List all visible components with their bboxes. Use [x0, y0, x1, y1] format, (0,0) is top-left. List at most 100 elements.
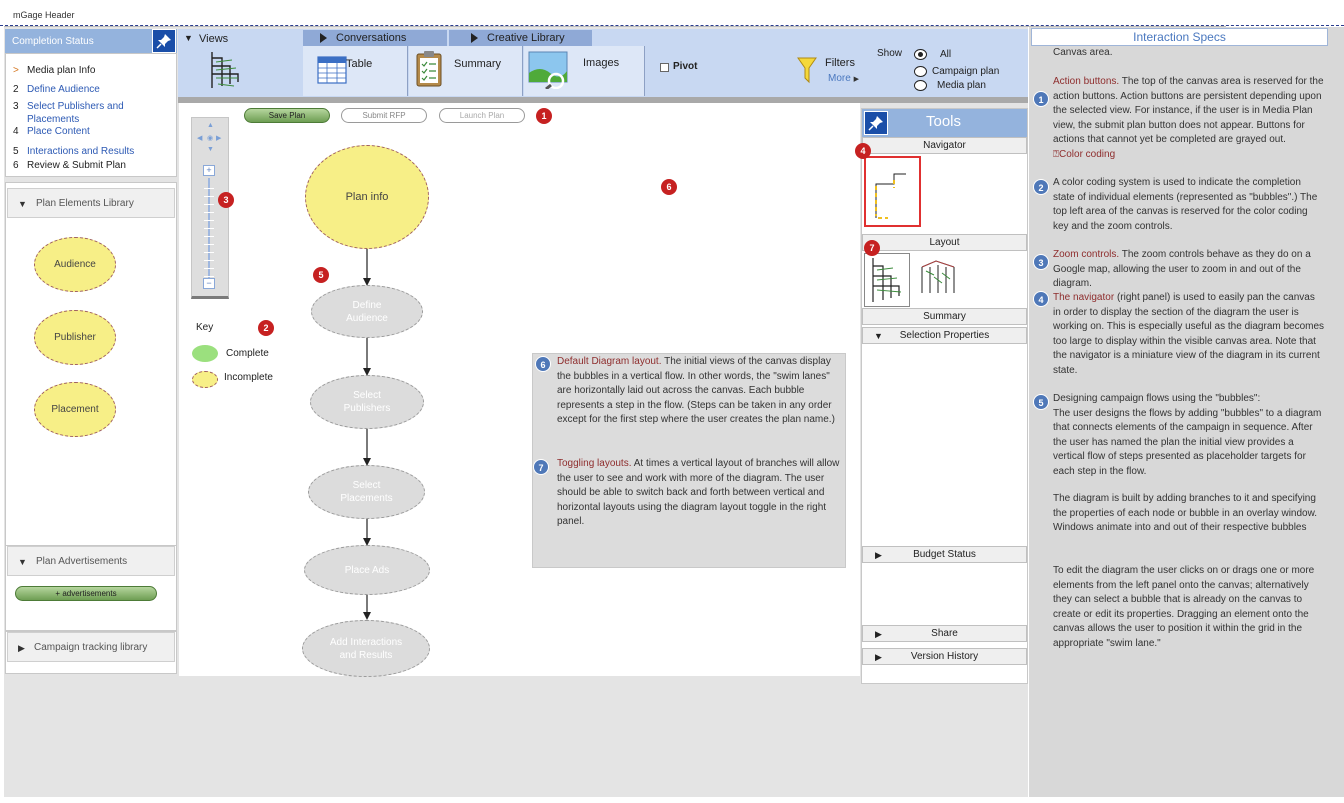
zoom-in-button[interactable]: + — [203, 165, 215, 176]
navigator-minimap-icon — [875, 173, 906, 219]
pan-down-icon: ▼ — [207, 146, 214, 153]
pivot-checkbox[interactable] — [660, 63, 669, 72]
key-incomplete-swatch — [192, 371, 218, 388]
add-advertisements-button[interactable]: + advertisements — [15, 586, 157, 601]
chevron-down-icon: ▼ — [18, 199, 27, 209]
layout-header[interactable]: Layout — [862, 234, 1027, 251]
annotation-badge-7: 7 — [533, 459, 549, 475]
navigator-viewport[interactable] — [864, 156, 921, 227]
interaction-specs-panel — [1029, 27, 1344, 797]
note-default-layout: Default Diagram layout. The initial view… — [557, 356, 835, 425]
zoom-ticks — [204, 188, 214, 278]
key-complete-label: Complete — [226, 348, 269, 359]
plan-elements-library-header[interactable]: ▼ Plan Elements Library — [7, 188, 175, 218]
annotation-note-layouts — [532, 353, 846, 568]
summary-header[interactable]: Summary — [862, 308, 1027, 325]
tab-creative-library[interactable]: Creative Library — [449, 30, 592, 46]
show-campaign-plan-label: Campaign plan — [932, 66, 1000, 77]
layout-horizontal-toggle[interactable] — [914, 253, 964, 307]
pin-icon — [156, 34, 171, 49]
submit-rfp-button[interactable]: Submit RFP — [341, 108, 427, 123]
selection-properties-header[interactable]: ▼ Selection Properties — [862, 327, 1027, 344]
chevron-right-icon: ▶ — [875, 652, 882, 662]
flow-bubble-plan-info[interactable]: Plan info — [305, 145, 429, 249]
show-campaign-plan-radio[interactable] — [914, 66, 927, 77]
radio-dot — [918, 52, 923, 57]
chevron-right-icon: ▶ — [18, 643, 25, 653]
diagram-view-icon — [211, 52, 239, 88]
chevron-right-icon — [320, 33, 327, 43]
chevron-down-icon: ▼ — [184, 33, 193, 43]
view-images-button[interactable]: Images — [524, 46, 645, 96]
annotation-badge-6: 6 — [535, 356, 551, 372]
save-plan-button[interactable]: Save Plan — [244, 108, 330, 123]
spec-edit-diagram: To edit the diagram the user clicks on o… — [1053, 565, 1315, 649]
show-all-label: All — [940, 49, 952, 60]
version-history-header[interactable]: ▶ Version History — [862, 648, 1027, 665]
flow-bubble-interactions-results[interactable]: Add Interactions and Results — [302, 620, 430, 677]
images-icon — [528, 51, 568, 89]
completion-status-list: > Media plan Info 2 Define Audience 3 Se… — [5, 53, 177, 177]
spec-navigator: The navigator (right panel) is used to e… — [1053, 292, 1325, 376]
chevron-right-icon: ▶ — [853, 76, 859, 83]
plan-advertisements-header[interactable]: ▼ Plan Advertisements — [7, 546, 175, 576]
completion-status-header: Completion Status — [5, 29, 177, 53]
show-media-plan-radio[interactable] — [914, 80, 927, 91]
spec-badge-4: 4 — [1033, 291, 1049, 307]
clipboard-icon — [416, 51, 442, 87]
table-icon — [317, 56, 347, 84]
horizontal-layout-icon — [921, 260, 955, 293]
header-divider — [0, 25, 1344, 26]
annotation-badge-4: 4 — [855, 143, 871, 159]
show-all-radio[interactable] — [914, 49, 927, 60]
spec-diagram-branches: The diagram is built by adding branches … — [1053, 493, 1318, 533]
pan-right-icon: ▶ — [216, 135, 222, 142]
flow-bubble-select-publishers[interactable]: Select Publishers — [310, 375, 424, 429]
spec-action-buttons: Action buttons. The top of the canvas ar… — [1053, 76, 1324, 160]
spec-intro: Canvas area. — [1053, 47, 1113, 58]
zoom-out-button[interactable]: − — [203, 278, 215, 289]
note-toggling-layouts: Toggling layouts. At times a vertical la… — [557, 458, 840, 527]
flow-bubble-define-audience[interactable]: Define Audience — [311, 285, 423, 338]
tools-header: Tools — [862, 109, 1027, 137]
view-table-button[interactable]: Table — [303, 46, 408, 96]
library-item-placement[interactable]: Placement — [34, 382, 116, 437]
tab-views[interactable]: ▼ Views — [180, 30, 302, 96]
budget-status-header[interactable]: ▶ Budget Status — [862, 546, 1027, 563]
pan-control[interactable]: ▲ ◀ ◉ ▶ ▼ — [197, 122, 223, 156]
pin-completion-button[interactable] — [152, 29, 176, 53]
library-item-publisher[interactable]: Publisher — [34, 310, 116, 365]
navigator-header[interactable]: Navigator — [862, 137, 1027, 154]
show-label: Show — [877, 48, 903, 59]
annotation-badge-1: 1 — [536, 108, 552, 124]
key-incomplete-label: Incomplete — [224, 372, 273, 383]
share-header[interactable]: ▶ Share — [862, 625, 1027, 642]
flow-bubble-select-placements[interactable]: Select Placements — [308, 465, 425, 519]
app-header-title: mGage Header — [13, 10, 75, 20]
flow-bubble-place-ads[interactable]: Place Ads — [304, 545, 430, 595]
annotation-badge-7-tools: 7 — [864, 240, 880, 256]
launch-plan-button[interactable]: Launch Plan — [439, 108, 525, 123]
pin-icon — [868, 116, 883, 131]
campaign-tracking-header[interactable]: ▶ Campaign tracking library — [7, 632, 175, 662]
ribbon-divider — [178, 97, 1028, 103]
interaction-specs-header: Interaction Specs — [1031, 28, 1328, 46]
spec-badge-3: 3 — [1033, 254, 1049, 270]
more-filters-link[interactable]: More ▶ — [828, 73, 859, 84]
filter-funnel-icon — [797, 57, 817, 84]
spec-zoom-controls: Zoom controls. The zoom controls behave … — [1053, 249, 1311, 289]
spec-badge-1: 1 — [1033, 91, 1049, 107]
layout-vertical-toggle[interactable] — [864, 253, 910, 307]
key-complete-swatch — [192, 345, 218, 362]
spec-campaign-flows: Designing campaign flows using the "bubb… — [1053, 393, 1322, 477]
pan-left-icon: ◀ — [197, 135, 203, 142]
library-item-audience[interactable]: Audience — [34, 237, 116, 292]
tab-conversations[interactable]: Conversations — [303, 30, 447, 46]
completion-status-title: Completion Status — [12, 36, 94, 47]
plan-elements-panel — [5, 182, 177, 546]
chevron-down-icon: ▼ — [874, 331, 883, 341]
view-summary-button[interactable]: Summary — [409, 46, 523, 96]
chevron-right-icon: ▶ — [875, 629, 882, 639]
spec-badge-5: 5 — [1033, 394, 1049, 410]
pin-tools-button[interactable] — [864, 111, 888, 135]
